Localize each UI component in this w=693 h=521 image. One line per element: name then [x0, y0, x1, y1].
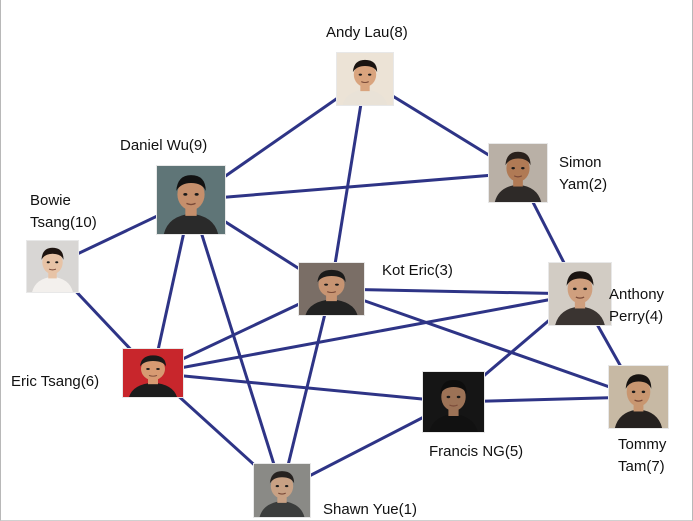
tommy-tam-label: Tommy Tam(7)	[618, 436, 667, 475]
portrait-icon	[549, 263, 611, 325]
edge-anthony-ericts	[152, 292, 581, 375]
portrait-icon	[27, 241, 78, 292]
kot-eric-photo	[298, 262, 365, 316]
daniel-wu-photo	[156, 165, 226, 235]
portrait-icon	[157, 166, 225, 234]
bowie-tsang-label: Bowie Tsang(10)	[30, 192, 97, 231]
portrait-icon	[123, 349, 183, 397]
eric-tsang-photo	[122, 348, 184, 398]
portrait-icon	[299, 263, 364, 315]
edge-kot-anthony	[330, 287, 581, 296]
anthony-perry-photo	[548, 262, 612, 326]
edge-daniel-simon	[190, 171, 519, 202]
edge-andy-kot	[329, 78, 367, 290]
edge-ericts-francis	[152, 371, 454, 404]
kot-eric-label: Kot Eric(3)	[382, 262, 453, 279]
shawn-yue-label: Shawn Yue(1)	[323, 501, 417, 518]
shawn-yue-photo	[253, 463, 311, 518]
edge-kot-tommy	[330, 287, 639, 399]
simon-yam-label: Simon Yam(2)	[559, 154, 608, 193]
anthony-perry-label: Anthony Perry(4)	[609, 286, 665, 325]
daniel-wu-label: Daniel Wu(9)	[120, 137, 208, 154]
andy-lau-label: Andy Lau(8)	[326, 24, 408, 41]
eric-tsang-label: Eric Tsang(6)	[11, 373, 100, 390]
portrait-icon	[254, 464, 310, 517]
andy-lau-photo	[336, 52, 394, 106]
francis-ng-label: Francis NG(5)	[429, 443, 524, 460]
edge-kot-shawn	[280, 288, 333, 491]
portrait-icon	[609, 366, 668, 428]
francis-ng-photo	[422, 371, 485, 433]
simon-yam-photo	[488, 143, 548, 203]
bowie-tsang-photo	[26, 240, 79, 293]
portrait-icon	[423, 372, 484, 432]
edge-daniel-shawn	[189, 199, 284, 491]
tommy-tam-photo	[608, 365, 669, 429]
portrait-icon	[337, 53, 393, 105]
portrait-icon	[489, 144, 547, 202]
